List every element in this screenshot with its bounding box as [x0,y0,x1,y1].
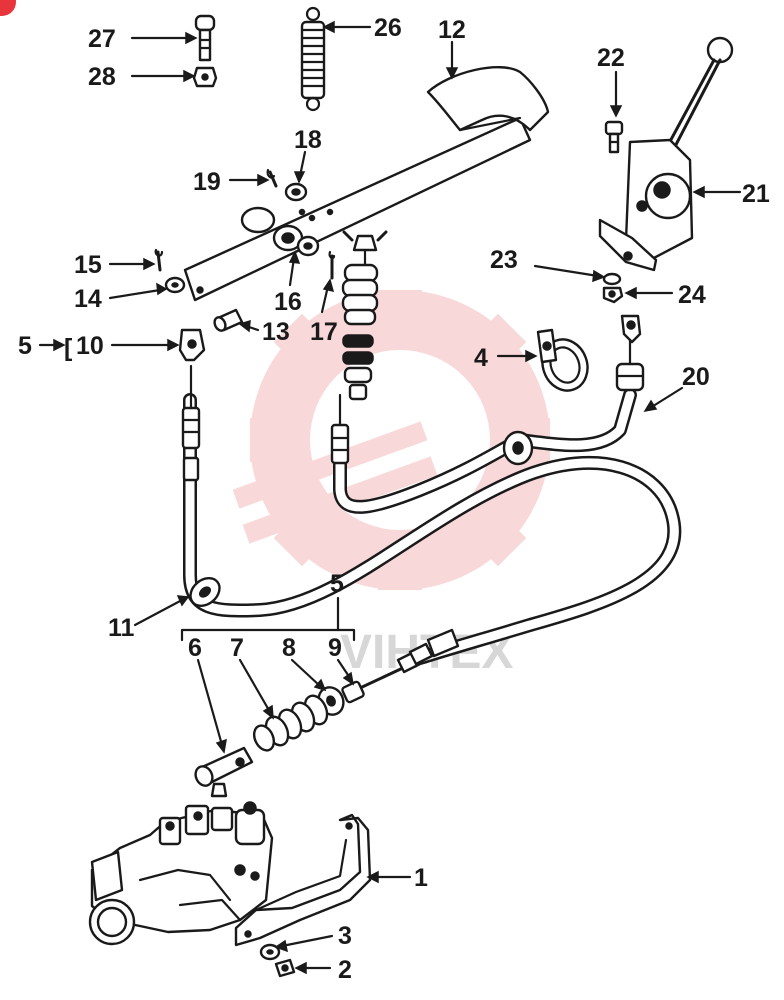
label-1: 1 [414,864,428,892]
split-pin-15 [154,248,164,272]
bushing-16 [272,224,320,257]
cable-clamp-4 [536,328,589,392]
label-20: 20 [682,363,710,391]
label-22: 22 [597,44,625,72]
cable-bellows-lower [252,694,329,752]
label-4: 4 [474,344,488,372]
injection-pump [88,801,274,946]
label-8: 8 [282,634,296,662]
label-14: 14 [74,285,102,313]
label-5-left: 5 [18,332,32,360]
cable-bellows-upper [341,263,379,401]
label-19: 19 [193,168,221,196]
cable-end-fitting-left [178,328,206,482]
label-23: 23 [490,246,518,274]
label-3: 3 [338,922,352,950]
control-cable-assembly [183,388,682,665]
split-pin-19 [266,168,278,188]
pedal-arm-12 [183,66,550,302]
corner-badge [0,0,16,16]
bolt-27 [194,14,216,62]
label-12: 12 [438,16,466,44]
label-21: 21 [742,180,770,208]
label-13: 13 [262,318,290,346]
washer-18 [284,182,308,202]
spring-26 [300,6,326,112]
label-16: 16 [274,288,302,316]
label-11: 11 [108,614,135,642]
cable-grommet-11 [189,577,221,607]
nut-24 [602,286,624,304]
label-17: 17 [310,318,338,346]
bracket-1 [234,813,372,947]
label-26: 26 [374,14,402,42]
washer-23 [602,272,622,286]
washer-14 [164,276,186,294]
nut-28 [192,66,218,88]
leader-lines [38,20,742,975]
cable-end-parts-lower [194,628,460,798]
bolt-2 [274,958,296,978]
label-10: 10 [76,332,104,360]
label-24: 24 [678,281,706,309]
part-number-labels: 27 28 26 12 18 19 15 14 16 17 13 5 [ 10 … [18,14,770,984]
cable-end-fitting-right [615,314,645,392]
label-15: 15 [74,251,102,279]
label-5-top: 5 [330,570,344,598]
clevis-pin-13 [213,308,244,332]
washer-3 [259,943,281,961]
cable-grommet-mid [502,430,534,466]
label-7: 7 [230,634,244,662]
label-18: 18 [294,126,322,154]
label-6: 6 [188,634,202,662]
label-28: 28 [88,63,116,91]
cable-end-fitting-upper [330,230,388,465]
bolt-22 [604,120,624,154]
hand-lever-assembly-21 [598,36,734,272]
pin-17 [328,250,336,280]
label-bracket: [ [64,334,73,362]
label-2: 2 [338,956,352,984]
label-9: 9 [328,634,342,662]
label-27: 27 [88,25,116,53]
